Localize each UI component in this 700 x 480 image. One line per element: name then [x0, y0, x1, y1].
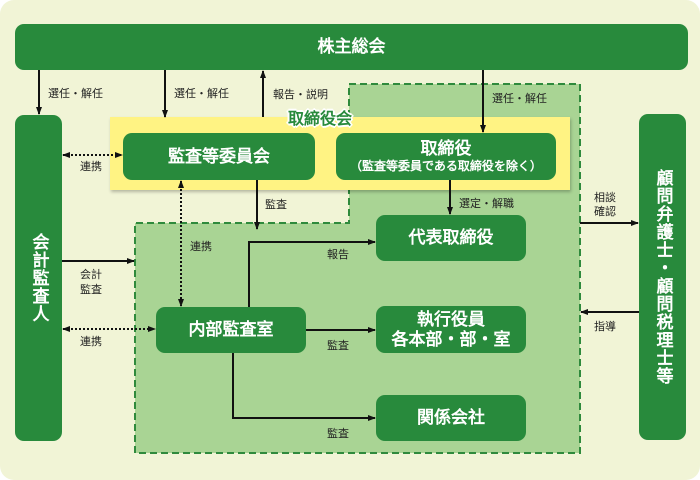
shareholders-meeting-box[interactable]: 株主総会: [15, 24, 688, 70]
arrow-audit-affiliates: [232, 353, 376, 421]
accounting-auditor-box[interactable]: 会計監査人: [15, 115, 62, 441]
label-appoint-committee: 選任・解任: [174, 87, 229, 100]
affiliates-label: 関係会社: [417, 408, 485, 428]
shareholders-meeting-label: 株主総会: [317, 37, 386, 57]
executive-officers-label-1: 執行役員: [417, 309, 485, 330]
representative-director-box[interactable]: 代表取締役: [376, 215, 526, 261]
label-coop-committee-internal: 連携: [190, 240, 212, 253]
label-audit-affiliates: 監査: [327, 427, 349, 440]
advisors-box[interactable]: 顧問弁護士・顧問税理士等: [639, 114, 686, 440]
label-consult-2: 確認: [594, 205, 616, 218]
label-coop-committee-auditor: 連携: [80, 160, 102, 173]
directors-label: 取締役: [420, 139, 472, 159]
internal-audit-label: 内部監査室: [188, 320, 274, 340]
label-report: 報告: [327, 248, 349, 261]
arrow-report: [248, 239, 376, 307]
affiliates-box[interactable]: 関係会社: [376, 395, 526, 441]
accounting-auditor-label: 会計監査人: [28, 233, 49, 323]
label-consult-1: 相談: [594, 191, 616, 204]
label-committee-audit: 監査: [265, 198, 287, 211]
audit-committee-box[interactable]: 監査等委員会: [123, 133, 315, 180]
label-guidance: 指導: [594, 320, 616, 333]
label-report-explain: 報告・説明: [273, 88, 328, 101]
label-accounting-audit-2: 監査: [80, 283, 102, 296]
directors-box[interactable]: 取締役 （監査等委員である取締役を除く）: [336, 133, 556, 180]
representative-director-label: 代表取締役: [408, 228, 494, 248]
directors-note: （監査等委員である取締役を除く）: [350, 159, 542, 173]
label-select-dismiss: 選定・解職: [459, 197, 514, 210]
audit-committee-label: 監査等委員会: [168, 146, 270, 167]
label-appoint-directors: 選任・解任: [492, 92, 547, 105]
label-coop-internal-auditor: 連携: [80, 335, 102, 348]
advisors-label: 顧問弁護士・顧問税理士等: [652, 169, 673, 385]
internal-audit-box[interactable]: 内部監査室: [156, 307, 306, 353]
executive-officers-label-2: 各本部・部・室: [391, 329, 511, 350]
label-appoint-auditor: 選任・解任: [48, 87, 103, 100]
board-of-directors-title: 取締役会: [288, 109, 353, 128]
executive-officers-box[interactable]: 執行役員 各本部・部・室: [376, 306, 526, 353]
label-audit-exec: 監査: [327, 339, 349, 352]
label-accounting-audit-1: 会計: [80, 268, 102, 281]
